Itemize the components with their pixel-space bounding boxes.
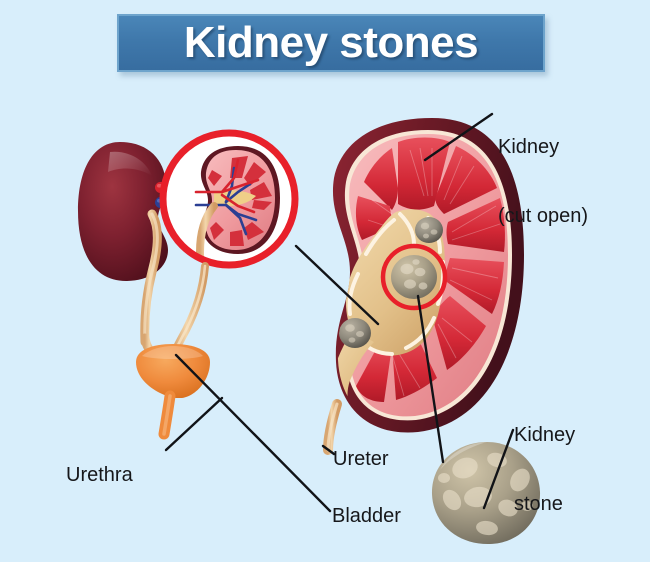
label-bladder: Bladder [332, 505, 401, 527]
diagram-root: Kidney stones Kidney (cut open) Kidney s… [66, 14, 588, 545]
ureter-main-kidney-highlight [326, 402, 339, 452]
leader-ureter-inset [294, 244, 380, 326]
kidney-cross-section [323, 118, 524, 455]
leader-lines [164, 112, 515, 513]
stone-small-upper [415, 217, 443, 243]
bladder-body [136, 344, 210, 398]
label-kidney-cut-open-line1: Kidney [498, 136, 560, 158]
label-urethra: Urethra [66, 464, 133, 486]
whole-kidney-body [78, 142, 168, 281]
kidney-stone-large [431, 442, 541, 545]
whole-kidney-highlight [108, 151, 152, 176]
ureter-left-highlight [143, 212, 159, 344]
leader-urethra [164, 396, 224, 452]
inset-veins [194, 166, 258, 236]
label-kidney-cut-open-line2: (cut open) [498, 205, 589, 227]
kidney-stones-illustration [78, 112, 541, 545]
stone-small-lower [339, 318, 371, 348]
kidney-stone-large-texture [438, 452, 533, 536]
stone-small-upper-texture [420, 222, 438, 239]
inset-ureter [195, 202, 218, 265]
bladder-highlight [142, 346, 203, 359]
stone-highlighted-texture [400, 259, 428, 290]
leader-ureter [321, 444, 336, 456]
label-kidney-cut-open: Kidney (cut open) [498, 90, 588, 274]
label-ureter: Ureter [333, 448, 389, 470]
label-kidney-stone: Kidney stone [514, 378, 575, 562]
inset-arteries [194, 158, 260, 214]
leader-stone-to-sample [416, 294, 445, 464]
inset-pelvis [214, 189, 256, 206]
inset-content [194, 146, 280, 265]
stone-highlight-ring [380, 243, 448, 311]
bladder-illustration [136, 344, 210, 440]
leader-bladder [174, 353, 332, 513]
pelvis-stones [339, 217, 443, 348]
title-banner: Kidney stones [117, 14, 545, 72]
magnifier-ring [159, 129, 299, 269]
urethra-highlight [162, 394, 172, 436]
stone-small-lower-texture [345, 324, 364, 343]
leader-kidney-cut-open [423, 112, 494, 162]
page-title: Kidney stones [183, 18, 479, 67]
label-kidney-stone-line1: Kidney [514, 424, 576, 446]
label-kidney-stone-line2: stone [514, 493, 563, 515]
pyramid-striations [367, 147, 501, 397]
ureter-right [170, 262, 209, 358]
leader-kidney-stone [482, 428, 515, 510]
magnifier-inset [159, 129, 299, 269]
